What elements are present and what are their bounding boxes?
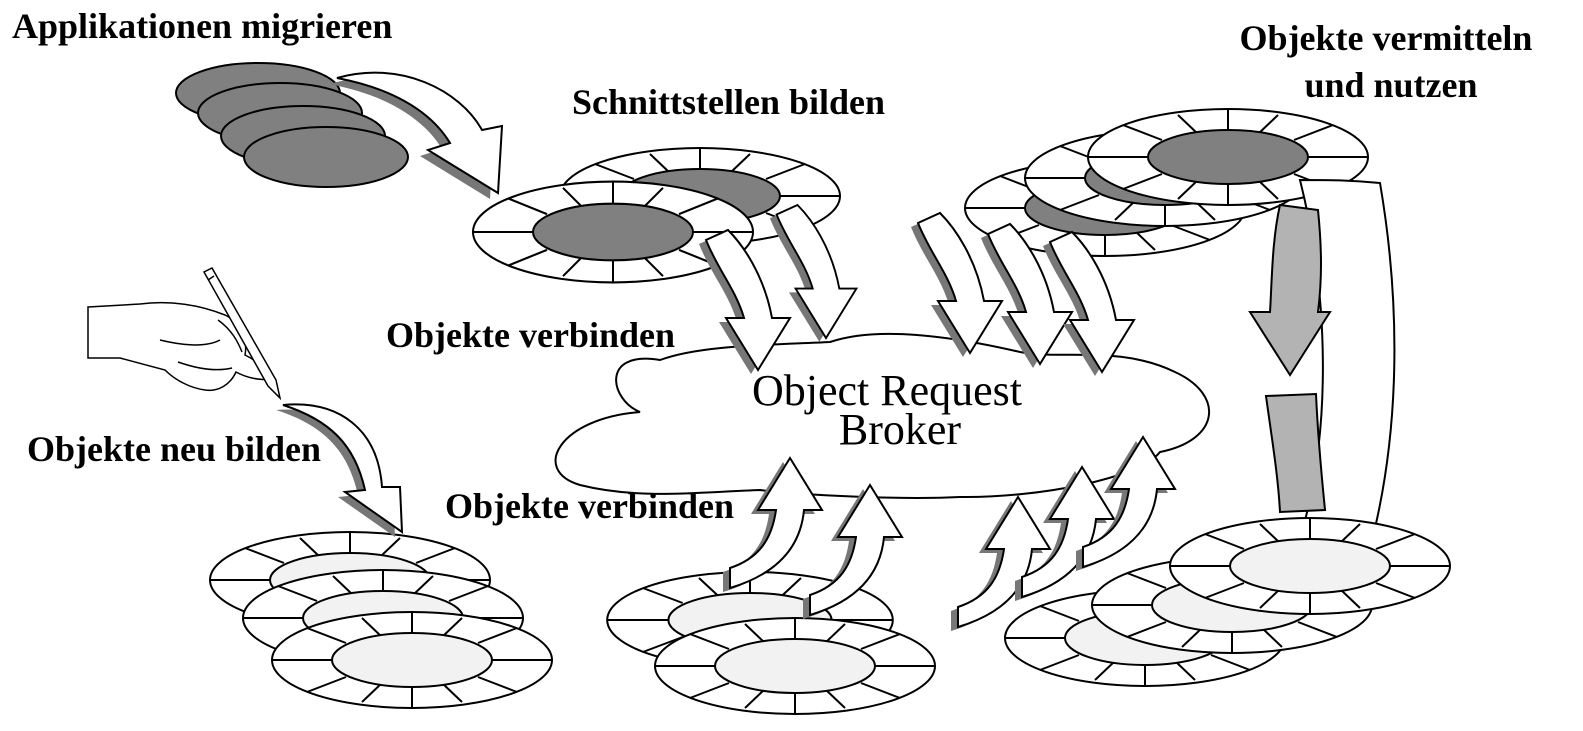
hand-pencil-icon bbox=[87, 267, 282, 401]
label-broker-line2: und nutzen bbox=[1304, 65, 1477, 105]
loop-arrow bbox=[1248, 178, 1396, 529]
label-interfaces: Schnittstellen bilden bbox=[572, 82, 885, 122]
connected-objects bbox=[606, 570, 936, 715]
new-objects bbox=[209, 531, 553, 709]
orb-title-line2: Broker bbox=[839, 405, 962, 454]
orb-title-line1: Object Request bbox=[752, 366, 1022, 415]
migrate-arrow bbox=[329, 71, 504, 199]
label-create-new: Objekte neu bilden bbox=[27, 429, 321, 469]
label-connect-top: Objekte verbinden bbox=[386, 315, 675, 355]
create-arrow bbox=[276, 403, 404, 537]
label-broker-line1: Objekte vermitteln bbox=[1240, 18, 1533, 58]
label-connect-bottom: Objekte verbinden bbox=[445, 486, 734, 526]
label-migrate: Applikationen migrieren bbox=[12, 6, 392, 46]
legacy-applications-stack bbox=[175, 62, 409, 188]
